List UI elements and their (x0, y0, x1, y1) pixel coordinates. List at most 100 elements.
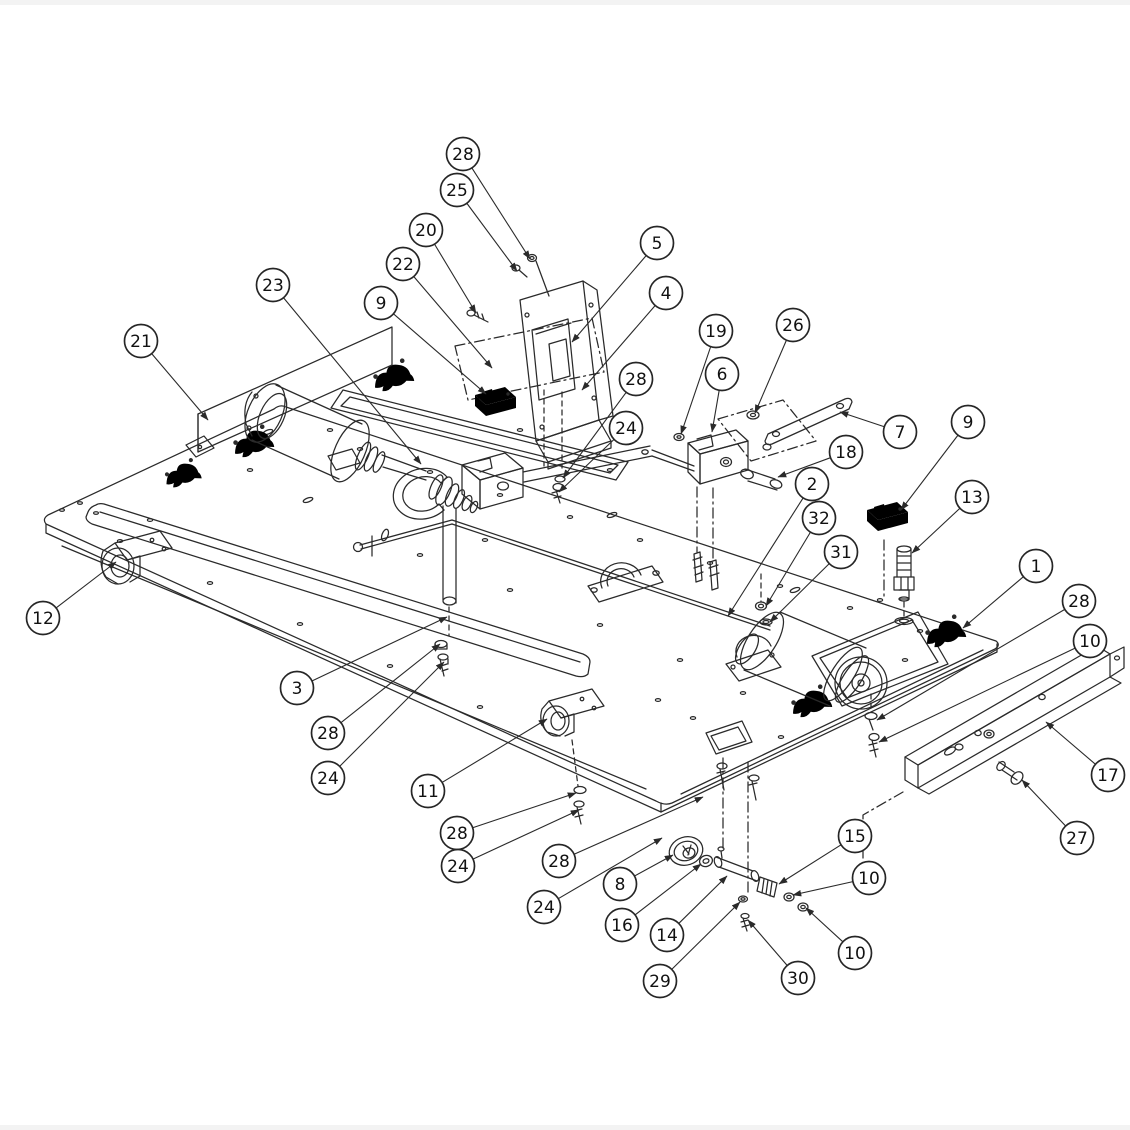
balloon-circle (602, 866, 638, 902)
callout-4: 4 (581, 275, 684, 391)
balloon-number: 32 (808, 509, 830, 529)
balloon-circle (649, 917, 685, 953)
balloon-number: 8 (615, 875, 626, 895)
balloon-circle (801, 500, 837, 536)
callout-32: 32 (765, 500, 837, 607)
balloon-circle (648, 275, 684, 311)
callout-27: 27 (1021, 779, 1095, 856)
callout-28: 28 (562, 361, 654, 479)
balloon-circle (385, 246, 421, 282)
leader-line (55, 561, 117, 609)
callout-6: 6 (704, 356, 740, 433)
cable-clamp (786, 682, 833, 721)
balloon-number: 9 (376, 294, 387, 314)
leader-line (413, 276, 493, 369)
front-bearing-block (100, 530, 173, 585)
leader-line (765, 531, 811, 607)
callout-28: 28 (541, 796, 704, 879)
callout-10: 10 (805, 907, 873, 971)
balloon-number: 18 (835, 443, 857, 463)
callout-17: 17 (1045, 721, 1126, 793)
balloon-number: 28 (548, 852, 570, 872)
callout-14: 14 (649, 875, 728, 953)
balloon-circle (310, 760, 346, 796)
callout-9: 9 (900, 404, 986, 511)
balloon-circle (1061, 583, 1097, 619)
balloon-number: 24 (447, 857, 469, 877)
balloon-circle (639, 225, 675, 261)
balloon-number: 13 (961, 488, 983, 508)
balloon-circle (310, 715, 346, 751)
balloon-number: 10 (1079, 632, 1101, 652)
balloon-number: 28 (1068, 592, 1090, 612)
balloon-number: 1 (1031, 557, 1042, 577)
mount-block-6 (687, 429, 749, 591)
balloon-number: 9 (963, 413, 974, 433)
balloon-circle (618, 361, 654, 397)
left-motor (244, 383, 427, 483)
exploded-parts-diagram: 2825202254239211926628247189232311312810… (25, 136, 1126, 999)
coupler-15 (756, 876, 778, 898)
leader-line (710, 390, 720, 433)
balloon-number: 2 (807, 475, 818, 495)
balloon-circle (828, 434, 864, 470)
balloon-circle (775, 307, 811, 343)
balloon-circle (440, 848, 476, 884)
leader-line (900, 434, 959, 511)
callout-10: 10 (792, 860, 887, 897)
callout-8: 8 (602, 854, 674, 902)
callout-24: 24 (440, 809, 580, 884)
rear-wall (185, 326, 393, 458)
callout-28: 28 (445, 136, 531, 260)
balloon-number: 10 (858, 869, 880, 889)
leader-line (876, 608, 1066, 721)
screw-30 (740, 912, 750, 920)
callout-28: 28 (310, 643, 441, 751)
clevis-pin-18 (740, 468, 783, 491)
center-bearing (587, 562, 664, 603)
balloon-circle (445, 136, 481, 172)
balloon-circle (541, 843, 577, 879)
callout-1: 1 (962, 548, 1054, 629)
callout-24: 24 (558, 410, 644, 493)
leader-line (311, 616, 448, 682)
mount-outline-ghost (454, 317, 605, 401)
balloon-number: 25 (446, 181, 468, 201)
pivot-arm (522, 445, 695, 483)
u-joint-assembly (392, 467, 479, 520)
switch-clamp-left (475, 387, 516, 416)
balloon-number: 6 (717, 365, 728, 385)
callout-25: 25 (439, 172, 518, 272)
leader-line (839, 411, 885, 428)
balloon-number: 10 (844, 944, 866, 964)
link-ghost-outline (717, 399, 817, 462)
balloon-circle (410, 773, 446, 809)
bottom-bearing-11 (540, 688, 605, 825)
balloon-circle (1072, 623, 1108, 659)
balloon-circle (408, 212, 444, 248)
solenoid-coil (531, 318, 576, 401)
leader-line (769, 563, 830, 623)
callout-28: 28 (439, 792, 577, 851)
balloon-circle (25, 600, 61, 636)
callout-13: 13 (911, 479, 990, 554)
leader-line (911, 507, 961, 554)
balloon-circle (1059, 820, 1095, 856)
balloon-number: 12 (32, 609, 54, 629)
leader-line (962, 576, 1024, 629)
switch-clamp-right (867, 502, 908, 531)
balloon-circle (837, 818, 873, 854)
leader-line (1045, 721, 1096, 765)
callout-20: 20 (408, 212, 477, 314)
washer-26 (746, 410, 760, 420)
leader-line (581, 305, 656, 391)
balloon-circle (604, 907, 640, 943)
leader-line (340, 643, 441, 724)
callout-30: 30 (747, 919, 816, 996)
callout-7: 7 (839, 411, 918, 450)
callout-12: 12 (25, 561, 117, 636)
balloon-circle (851, 860, 887, 896)
leader-line (466, 202, 518, 272)
balloon-number: 15 (844, 827, 866, 847)
